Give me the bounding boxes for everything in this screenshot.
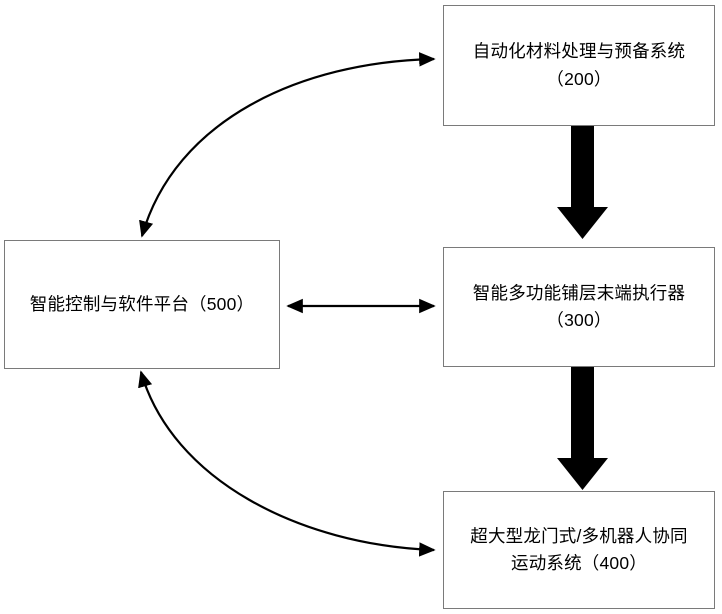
curved-arrow-500-to-200-icon [139,52,436,238]
node-intelligent-control-software-platform[interactable]: 智能控制与软件平台（500） [4,240,280,369]
node-automated-material-handling-system[interactable]: 自动化材料处理与预备系统 （200） [443,5,715,126]
block-arrow-200-to-300-icon [557,124,608,239]
curved-arrow-500-to-400-icon [138,370,436,557]
node-gantry-multi-robot-motion-system[interactable]: 超大型龙门式/多机器人协同 运动系统（400） [443,491,715,609]
node-label-400: 超大型龙门式/多机器人协同 运动系统（400） [470,525,688,573]
block-arrow-300-to-400-icon [557,366,608,490]
node-label-200: 自动化材料处理与预备系统 （200） [472,41,686,89]
node-label-300: 智能多功能铺层末端执行器 （300） [472,282,686,330]
node-label-500: 智能控制与软件平台（500） [29,293,255,314]
node-intelligent-multifunction-layup-end-effector[interactable]: 智能多功能铺层末端执行器 （300） [443,247,715,367]
